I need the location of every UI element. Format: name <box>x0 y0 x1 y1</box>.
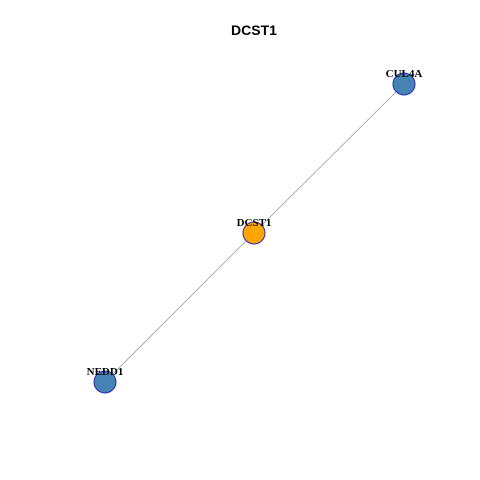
edge-layer <box>104 83 405 383</box>
node-label-cul4a: CUL4A <box>386 68 423 80</box>
edge-dcst1-nedd1 <box>104 232 255 383</box>
node-label-dcst1: DCST1 <box>237 217 272 229</box>
node-nedd1: NEDD1 <box>87 366 124 394</box>
node-cul4a: CUL4A <box>386 68 423 96</box>
edge-cul4a-dcst1 <box>253 83 405 234</box>
node-circle-cul4a <box>392 72 416 96</box>
node-dcst1: DCST1 <box>237 217 272 245</box>
node-circle-dcst1 <box>242 221 266 245</box>
node-circle-nedd1 <box>93 370 117 394</box>
node-label-nedd1: NEDD1 <box>87 366 124 378</box>
graph-title: DCST1 <box>231 22 277 38</box>
